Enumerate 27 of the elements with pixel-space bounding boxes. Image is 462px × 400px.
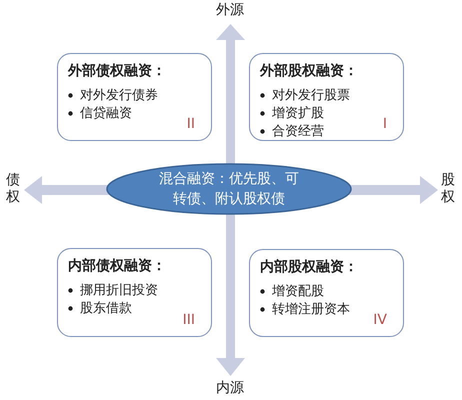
axis-label: 内源 (215, 380, 245, 397)
bullet-item: 对外发行股票 (272, 87, 350, 104)
axis-label: 债权 (5, 172, 21, 206)
ellipse-text: 混合融资：优先股、可转债、附认股权债 (158, 170, 300, 209)
bullet-item: 信贷融资 (80, 105, 132, 122)
box-heading: 内部股权融资： (260, 258, 358, 276)
text-box (57, 53, 212, 141)
bullet-item: 挪用折旧投资 (80, 282, 158, 299)
axis-label: 股权 (440, 172, 456, 206)
bullet-item: 对外发行债券 (80, 87, 158, 104)
box-heading: 外部债权融资： (68, 62, 166, 80)
bullet-item: 增资配股 (272, 283, 324, 300)
axis-label: 外源 (215, 2, 245, 19)
quadrant-numeral: III (182, 312, 195, 328)
box-heading: 外部股权融资： (260, 62, 358, 80)
bullet-item: 增资扩股 (272, 105, 324, 122)
bullet-item: 股东借款 (80, 300, 132, 317)
text-box (57, 248, 212, 337)
text-box (249, 249, 404, 337)
quadrant-numeral: I (382, 116, 387, 132)
bullet-item: 合资经营 (272, 123, 324, 140)
ellipse (106, 163, 352, 215)
quadrant-numeral: IV (373, 312, 387, 328)
quadrant-numeral: II (186, 116, 195, 132)
text-box (249, 53, 404, 141)
box-heading: 内部债权融资： (68, 257, 166, 275)
bullet-item: 转增注册资本 (272, 301, 350, 318)
